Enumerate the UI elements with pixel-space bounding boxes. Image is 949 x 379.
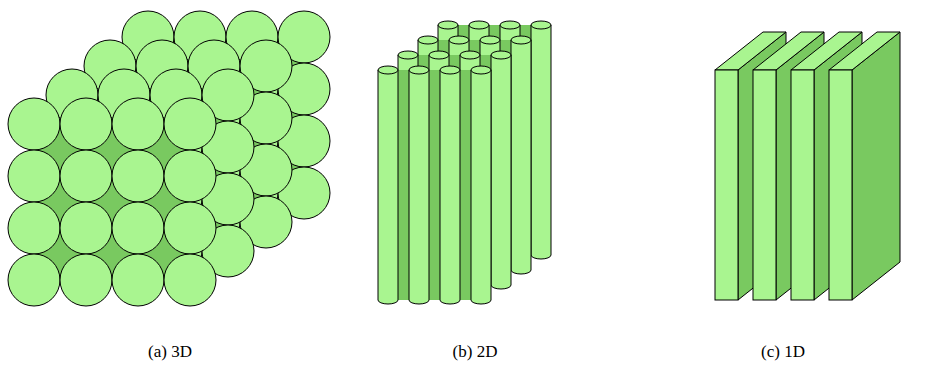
caption: (b) 2D [453, 342, 498, 362]
rod [491, 55, 511, 289]
rod-top [449, 36, 469, 44]
caption: (a) 3D [148, 342, 192, 362]
rod-top [440, 66, 460, 74]
gap-shade [388, 70, 481, 300]
sphere [60, 202, 112, 254]
caption: (c) 1D [761, 342, 805, 362]
sphere [112, 254, 164, 306]
rod [440, 70, 460, 304]
rod-array [378, 21, 551, 304]
rod-top [500, 21, 520, 29]
rod-top [480, 36, 500, 44]
sphere [112, 98, 164, 150]
sphere [60, 98, 112, 150]
rod [409, 70, 429, 304]
slab-front [753, 70, 776, 300]
slab-front [829, 70, 852, 300]
rod-top [418, 36, 438, 44]
rod-top [398, 51, 418, 59]
sphere-packing [8, 11, 330, 306]
rod [378, 70, 398, 304]
rod-top [471, 66, 491, 74]
slab-front [715, 70, 738, 300]
slab-front [791, 70, 814, 300]
sphere [8, 150, 60, 202]
slab-side [852, 32, 900, 300]
sphere [8, 254, 60, 306]
sphere [8, 98, 60, 150]
slab-top [829, 32, 900, 70]
sphere [164, 150, 216, 202]
sphere [164, 202, 216, 254]
rod [511, 40, 531, 274]
rod-top [429, 51, 449, 59]
sphere [112, 150, 164, 202]
rod-top [511, 36, 531, 44]
slab-stack [715, 32, 900, 300]
rod-top [409, 66, 429, 74]
rod-top [531, 21, 551, 29]
rod [471, 70, 491, 304]
sphere [112, 202, 164, 254]
sphere [60, 254, 112, 306]
gap-shade [34, 124, 190, 280]
rod-top [469, 21, 489, 29]
rod-top [438, 21, 458, 29]
rod-top [460, 51, 480, 59]
sphere [164, 98, 216, 150]
rod-top [378, 66, 398, 74]
sphere [164, 254, 216, 306]
sphere [60, 150, 112, 202]
sphere [8, 202, 60, 254]
rod-top [491, 51, 511, 59]
rod [531, 25, 551, 259]
